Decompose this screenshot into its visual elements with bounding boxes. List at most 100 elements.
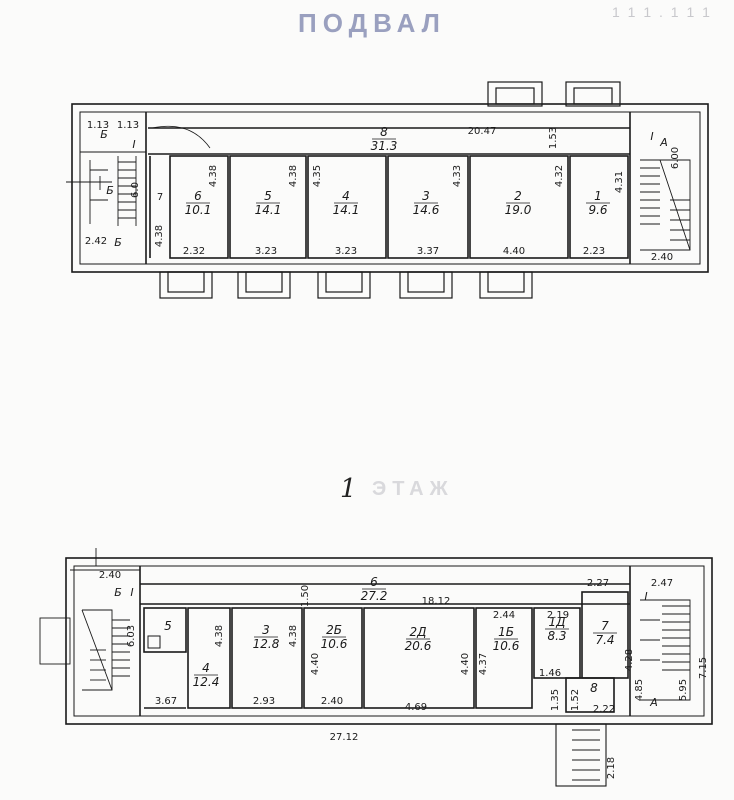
basement-dim-5: 6.00	[670, 147, 681, 169]
floor-title: ЭТАЖ	[372, 478, 454, 500]
floor1-dim-14: 4.28	[624, 649, 635, 671]
basement-mark-2: Б	[114, 236, 122, 249]
basement-dim-10: 4.38	[288, 165, 299, 187]
floor1-mark-2: I	[644, 590, 647, 603]
basement-dim-1: 1.53	[548, 127, 559, 149]
floor1-room-3-number: 3	[262, 623, 270, 637]
floor1-dim-23: 4.69	[405, 702, 427, 713]
basement-dim-2: 1.13	[87, 120, 109, 131]
floor1-room-1Б-area: 10.6	[493, 639, 520, 653]
basement-mark-0: Б	[100, 128, 108, 141]
basement-dim-6: 2.40	[651, 252, 673, 263]
floor1-dim-6: 2.47	[651, 578, 673, 589]
floor1-room-2Д-number: 2Д	[409, 625, 426, 639]
basement-room-6-number: 6	[194, 189, 202, 203]
basement-walls	[71, 103, 709, 273]
basement-stair-left	[66, 156, 137, 226]
floor1-stair-left	[39, 548, 140, 691]
basement-room-8-area: 31.3	[371, 139, 398, 153]
basement-dim-11: 4.35	[312, 165, 323, 187]
floor1-room-7-number: 7	[601, 619, 609, 633]
basement-window-wells-top	[487, 81, 621, 107]
wc-fixture	[147, 635, 161, 649]
floor1-room-2Д-area: 20.6	[405, 639, 432, 653]
basement-mark-5: I	[650, 130, 653, 143]
floor1-dim-15: 4.85	[634, 679, 645, 701]
floor1-dim-21: 2.93	[253, 696, 275, 707]
basement-room-2-area: 19.0	[505, 203, 532, 217]
basement-room-4-number: 4	[342, 189, 350, 203]
basement-dim-0: 20.47	[468, 126, 497, 137]
basement-room-6-area: 10.1	[185, 203, 212, 217]
basement-dim-12: 4.33	[452, 165, 463, 187]
floor1-room-6-area: 27.2	[361, 589, 388, 603]
basement-dim-9: 4.38	[208, 165, 219, 187]
basement-dim-20: 2.23	[583, 246, 605, 257]
floor1-dim-5: 2.27	[587, 578, 609, 589]
basement-dim-13: 4.32	[554, 165, 565, 187]
basement-dim-15: 2.32	[183, 246, 205, 257]
floor1-dim-3: 2.44	[493, 610, 515, 621]
floor1-dim-1: 1.50	[300, 585, 311, 607]
floor1-dim-4: 2.19	[547, 610, 569, 621]
floor1-room-1Д-area: 8.3	[547, 629, 566, 643]
basement-room-4-area: 14.1	[333, 203, 360, 217]
floor1-dim-12: 4.40	[460, 653, 471, 675]
basement-dim-16: 3.23	[255, 246, 277, 257]
floor1-dim-0: 2.40	[99, 570, 121, 581]
floor1-room-1Д-number: 1Д	[548, 615, 565, 629]
floor1-room-2Б-area: 10.6	[321, 637, 348, 651]
floor1-walls	[65, 557, 713, 725]
floor1-mark-3: А	[649, 696, 658, 709]
basement-room-3-area: 14.6	[413, 203, 440, 217]
floor1-mark-1: I	[130, 586, 133, 599]
floor1-room-3-area: 12.8	[253, 637, 280, 651]
floor1-room-5-number: 5	[164, 619, 172, 633]
floor1-dim-13: 4.37	[478, 653, 489, 675]
door-swing-arc	[151, 125, 211, 149]
floor1-room-7-area: 7.4	[595, 633, 614, 647]
floor1-dim-24: 2.22	[593, 704, 615, 715]
floor1-dim-17: 1.46	[539, 668, 561, 679]
basement-room-8-number: 8	[380, 125, 388, 139]
floor1-room-8-number: 8	[590, 681, 598, 695]
basement-room-1-area: 9.6	[588, 203, 607, 217]
floor1-dim-2: 18.12	[422, 596, 451, 607]
floor1-room-1Б-number: 1Б	[498, 625, 514, 639]
floor1-dim-19: 1.52	[570, 689, 581, 711]
basement-dim-18: 3.37	[417, 246, 439, 257]
basement-title: ПОДВАЛ	[298, 8, 446, 38]
floor1-dim-22: 2.40	[321, 696, 343, 707]
floor1-room-4-number: 4	[202, 661, 210, 675]
basement-dim-17: 3.23	[335, 246, 357, 257]
basement-room-3-number: 3	[422, 189, 430, 203]
basement-dim-21: 6.0	[130, 182, 141, 198]
basement-room-2-number: 2	[514, 189, 522, 203]
floor1-room-6-number: 6	[370, 575, 378, 589]
basement-room-5-area: 14.1	[255, 203, 282, 217]
floor-number-label: 1	[340, 474, 357, 504]
basement-stair-right	[640, 159, 691, 251]
floor1-dim-18: 1.35	[550, 689, 561, 711]
floor1-dim-11: 4.40	[310, 653, 321, 675]
floor1-stair-right	[640, 599, 691, 701]
basement-dim-7: 7	[157, 192, 163, 203]
basement-window-wells-bottom	[159, 271, 533, 299]
floor1-room-4-area: 12.4	[193, 675, 220, 689]
floor1-dim-8: 6.03	[126, 625, 137, 647]
floor1-entrance	[555, 723, 607, 787]
floor1-dim-26: 2.18	[606, 757, 617, 779]
floor1-dim-25: 27.12	[330, 732, 359, 743]
floor1-dim-9: 4.38	[214, 625, 225, 647]
basement-room-1-number: 1	[594, 189, 602, 203]
corner-stamp: 1 1 1 . 1 1 1	[612, 4, 712, 20]
floor1-dim-10: 4.38	[288, 625, 299, 647]
basement-mark-1: Б	[106, 184, 114, 197]
basement-mark-4: I	[132, 138, 135, 151]
floor1-dim-16: 5.95	[678, 679, 689, 701]
basement-dim-3: 1.13	[117, 120, 139, 131]
basement-dim-14: 4.31	[614, 171, 625, 193]
floor1-mark-0: Б	[114, 586, 122, 599]
floor1-dim-20: 3.67	[155, 696, 177, 707]
